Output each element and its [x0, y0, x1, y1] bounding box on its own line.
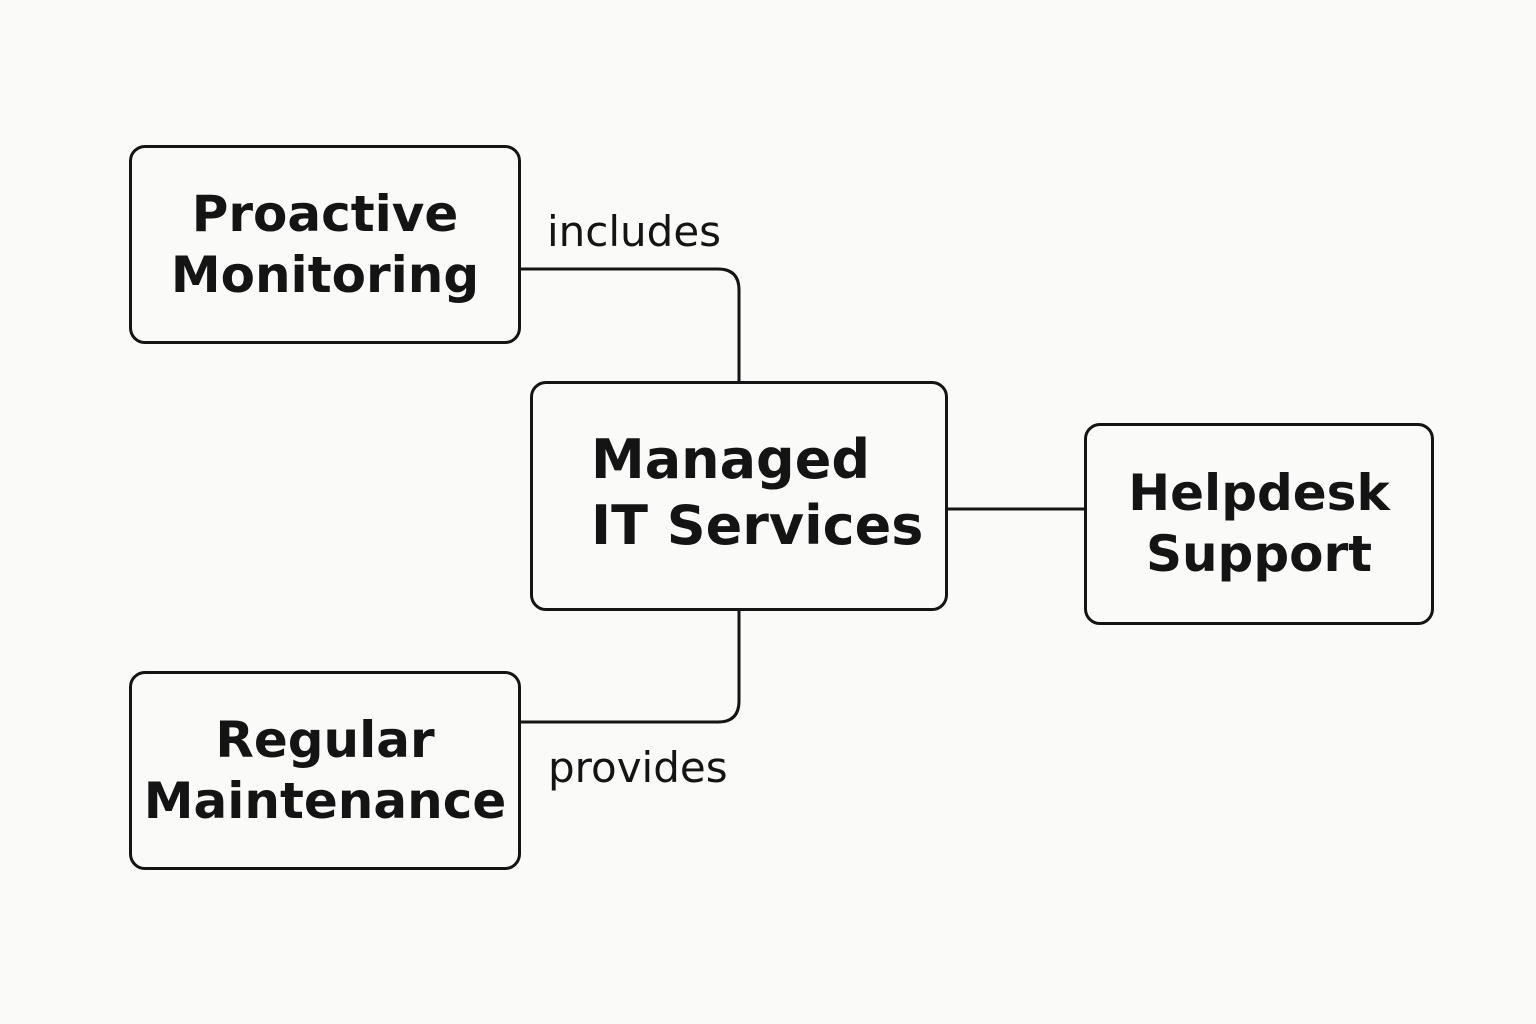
- connector-regular-to-managed: [521, 611, 741, 724]
- node-label-line: Support: [1145, 525, 1373, 583]
- node-proactive-monitoring: Proactive Monitoring: [129, 145, 521, 344]
- node-label-line: IT Services: [591, 494, 924, 557]
- node-label-line: Regular: [215, 710, 435, 769]
- node-label-line: Maintenance: [143, 771, 507, 830]
- edge-label-provides: provides: [548, 743, 728, 792]
- node-label-line: Monitoring: [170, 245, 480, 304]
- node-helpdesk-support: Helpdesk Support: [1084, 423, 1434, 625]
- connector-proactive-to-managed: [521, 267, 741, 381]
- node-managed-it-services: Managed IT Services: [530, 381, 948, 611]
- node-label-line: Helpdesk: [1128, 464, 1390, 522]
- node-label-line: Proactive: [191, 184, 459, 243]
- edge-label-includes: includes: [547, 207, 722, 256]
- node-label-line: Managed: [591, 428, 870, 492]
- node-regular-maintenance: Regular Maintenance: [129, 671, 521, 870]
